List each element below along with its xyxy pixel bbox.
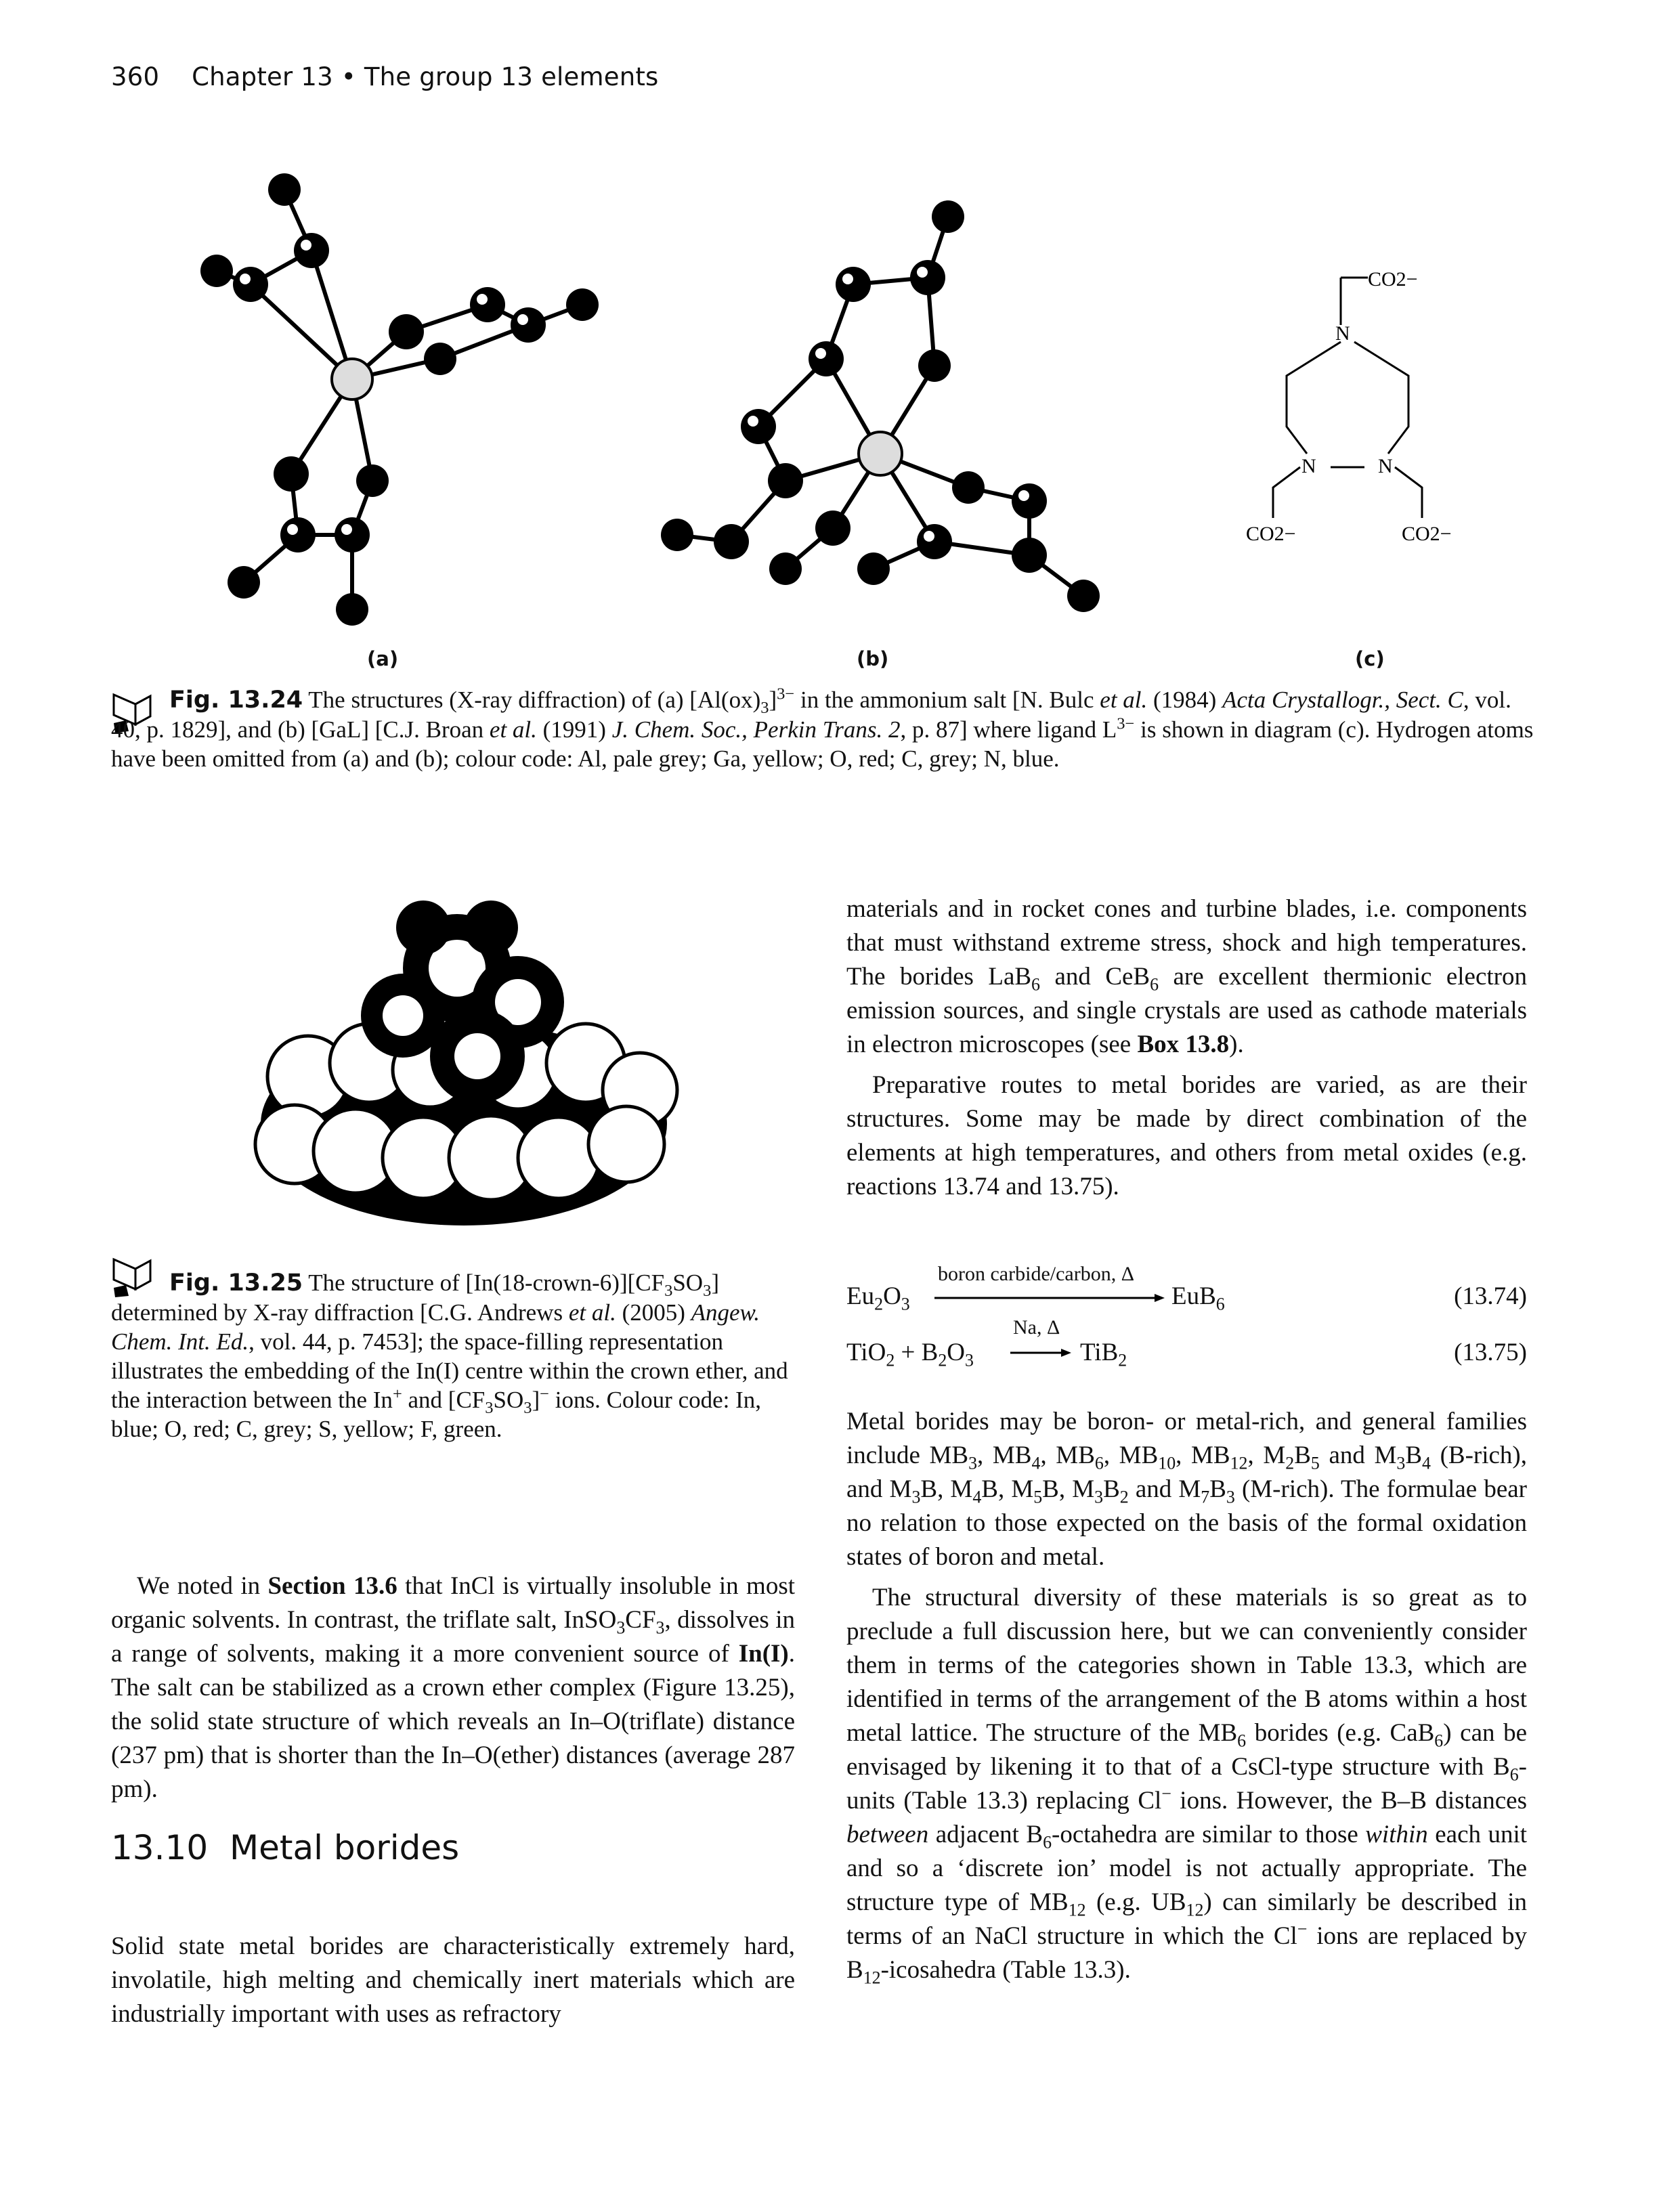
co2-label-right: CO2− (1402, 523, 1452, 545)
page-number: 360 (111, 62, 160, 91)
camera-icon (112, 693, 152, 733)
eq2-condition: Na, Δ (1013, 1316, 1060, 1339)
paragraph-borides-intro: Solid state metal borides are characteri… (111, 1932, 795, 2028)
eq1-condition: boron carbide/carbon, Δ (938, 1263, 1135, 1285)
paragraph-uses: materials and in rocket cones and turbin… (846, 895, 1527, 1058)
left-column-lower: Solid state metal borides are characteri… (111, 1930, 795, 2038)
n-label-right: N (1378, 455, 1393, 477)
eq2-arrow (1010, 1349, 1071, 1357)
fig-13-24-caption-text: The structures (X-ray diffraction) of (a… (111, 685, 1534, 772)
paragraph-incl: We noted in Section 13.6 that InCl is vi… (111, 1572, 796, 1803)
crown-ether-spacefill-image (253, 901, 679, 1225)
fig-13-25-number: Fig. 13.25 (169, 1270, 303, 1297)
left-column: We noted in Section 13.6 that InCl is vi… (111, 1569, 795, 1813)
chapter-label: Chapter 13 (192, 62, 333, 91)
fig-13-24-caption: Fig. 13.24 The structures (X-ray diffrac… (111, 685, 1540, 773)
running-header: 360 Chapter 13 • The group 13 elements (111, 62, 659, 91)
fig-13-24-number: Fig. 13.24 (169, 687, 303, 714)
right-column-lower: Metal borides may be boron- or metal-ric… (846, 1405, 1527, 1994)
eq2-number: (13.75) (1454, 1339, 1527, 1366)
structure-a-image (200, 173, 599, 626)
eq2-rhs: TiB2 (1080, 1339, 1127, 1370)
equation-13-74: Eu2O3 boron carbide/carbon, Δ EuB6 (13.7… (846, 1263, 1527, 1358)
eq1-number: (13.74) (1454, 1282, 1527, 1310)
section-heading: 13.10 Metal borides (111, 1828, 459, 1867)
n-label-top: N (1335, 322, 1350, 345)
eq1-lhs: Eu2O3 (846, 1282, 910, 1314)
eq2-lhs: TiO2 + B2O3 (846, 1339, 974, 1370)
paragraph-structural-diversity: The structural diversity of these materi… (846, 1584, 1528, 1988)
paragraph-preparative: Preparative routes to metal borides are … (846, 1071, 1527, 1200)
right-column: materials and in rocket cones and turbin… (846, 892, 1527, 1211)
fig-13-25-caption-text: The structure of [In(18-crown-6)][CF3SO3… (111, 1270, 788, 1442)
chapter-title: The group 13 elements (364, 62, 659, 91)
camera-icon (112, 1257, 152, 1297)
fig-13-25-caption: Fig. 13.25 The structure of [In(18-crown… (111, 1268, 795, 1444)
eq1-rhs: EuB6 (1171, 1282, 1225, 1314)
n-label-left: N (1301, 455, 1316, 477)
co2-label-top: CO2− (1368, 268, 1418, 290)
header-separator: • (341, 62, 356, 91)
equation-13-75: TiO2 + B2O3 Na, Δ TiB2 (13.75) (846, 1314, 1527, 1381)
section-title: Metal borides (229, 1828, 460, 1867)
panel-label-b: (b) (857, 647, 889, 670)
panel-label-c: (c) (1355, 647, 1385, 670)
structure-b-image (661, 200, 1100, 612)
section-number: 13.10 (111, 1828, 209, 1867)
paragraph-families: Metal borides may be boron- or metal-ric… (846, 1408, 1528, 1571)
panel-label-a: (a) (367, 647, 399, 670)
eq1-arrow (934, 1294, 1165, 1302)
ligand-c-diagram: CO2− N N N CO2− CO2− (1246, 268, 1452, 545)
co2-label-left: CO2− (1246, 523, 1296, 545)
